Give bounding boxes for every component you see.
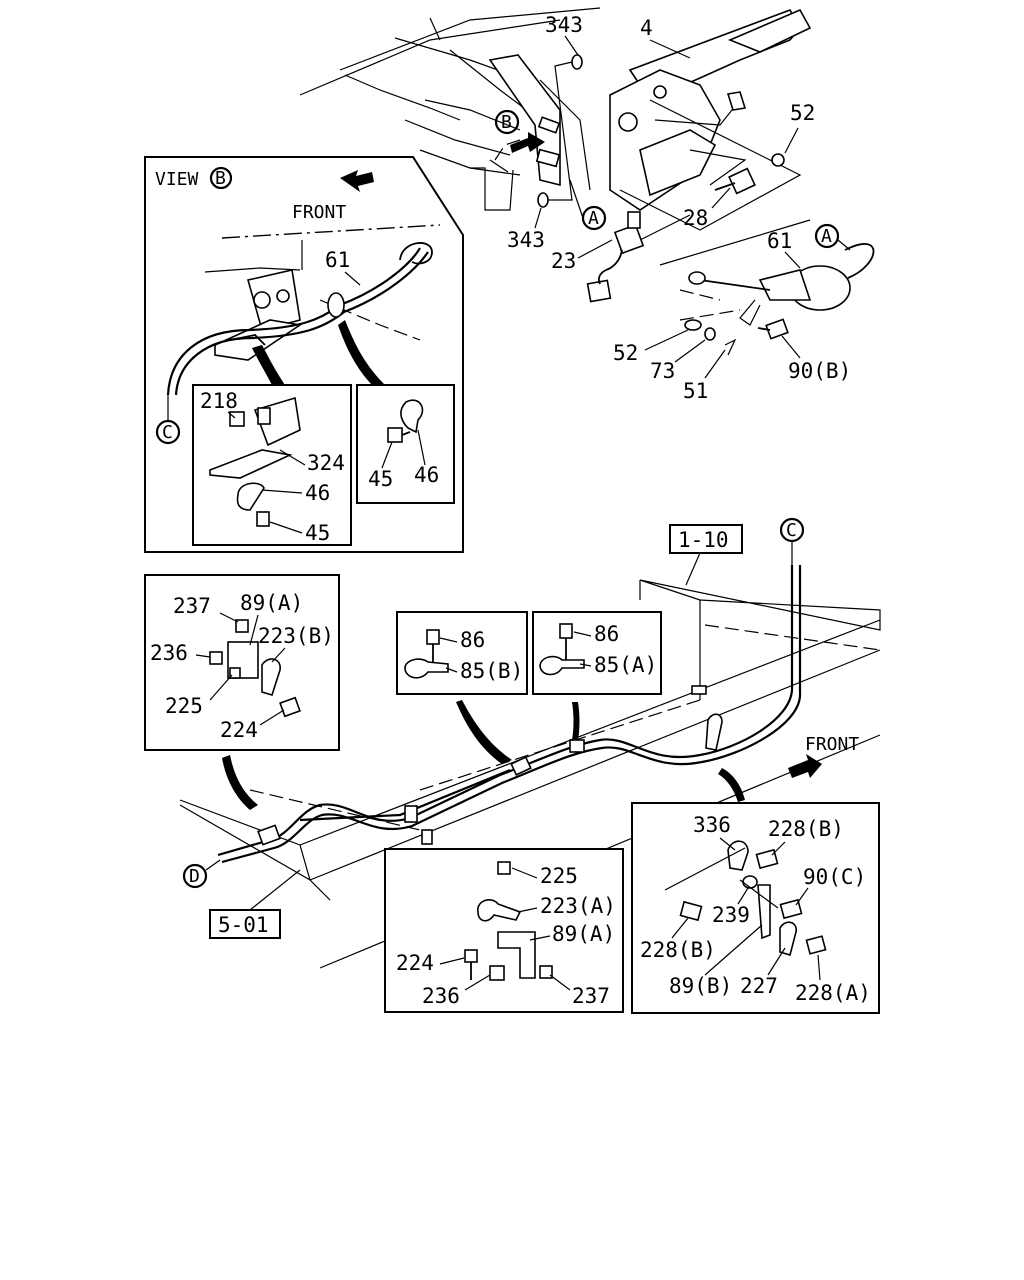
- label-circle-c-view: C: [162, 422, 173, 443]
- label-ref-1-10: 1-10: [678, 528, 729, 552]
- label-86-left: 86: [460, 628, 485, 652]
- label-225-tl: 225: [165, 694, 203, 718]
- bottom-front-arrow: [788, 754, 822, 778]
- label-218: 218: [200, 389, 238, 413]
- ref-box-5-01: [209, 909, 281, 939]
- label-223a: 223(A): [540, 894, 616, 918]
- view-b-front-arrow: [340, 170, 374, 192]
- brake-switch: [586, 211, 645, 303]
- label-86-right: 86: [594, 622, 619, 646]
- callout-circle-c-view: [155, 419, 181, 445]
- label-90b: 90(B): [788, 359, 851, 383]
- leader-arrow-85b: [456, 700, 512, 764]
- label-237-tl: 237: [173, 594, 211, 618]
- detail-box-bottom-center: 225 223(A) 89(A) 224 236 237: [384, 848, 624, 1013]
- label-224-bc: 224: [396, 951, 434, 975]
- view-b-marker: B: [215, 168, 226, 189]
- label-52-bottom: 52: [613, 341, 638, 365]
- detail-box-85a: 86 85(A): [532, 611, 662, 695]
- bolt-28: [714, 167, 756, 195]
- callout-circle-d: [182, 863, 208, 889]
- leader-arrow-tl: [222, 755, 258, 810]
- label-circle-c-bottom: C: [786, 520, 797, 541]
- lever-mounting-plate: [488, 54, 561, 187]
- label-228a: 228(A): [795, 981, 871, 1005]
- view-b-title: VIEW: [155, 169, 199, 190]
- label-61-top: 61: [767, 229, 792, 253]
- label-90c: 90(C): [803, 865, 866, 889]
- label-228b-top: 228(B): [768, 817, 844, 841]
- clip-343: [470, 54, 583, 211]
- label-324: 324: [307, 451, 345, 475]
- label-85b: 85(B): [460, 659, 523, 683]
- label-236-tl: 236: [150, 641, 188, 665]
- label-46-right: 46: [414, 463, 439, 487]
- label-28: 28: [683, 206, 708, 230]
- label-52-top: 52: [790, 101, 815, 125]
- callout-circle-b: [494, 109, 520, 135]
- label-circle-d: D: [189, 866, 200, 887]
- label-46-left: 46: [305, 481, 330, 505]
- view-b-front-label: FRONT: [292, 202, 346, 223]
- label-circle-a-top: A: [588, 208, 599, 229]
- label-227: 227: [740, 974, 778, 998]
- label-circle-b: B: [501, 112, 512, 133]
- label-51: 51: [683, 379, 708, 403]
- bottom-front-label: FRONT: [805, 734, 859, 755]
- leader-arrow-br: [718, 768, 745, 802]
- label-228b-left: 228(B): [640, 938, 716, 962]
- label-61-view: 61: [325, 248, 350, 272]
- leader-arrow-right-view: [338, 320, 385, 385]
- rear-cable-61: [684, 243, 875, 356]
- label-73: 73: [650, 359, 675, 383]
- label-225-bc: 225: [540, 864, 578, 888]
- detail-box-top-left: 237 89(A) 236 223(B) 225 224: [144, 574, 340, 751]
- label-343-bottom: 343: [507, 228, 545, 252]
- label-236-bc: 236: [422, 984, 460, 1008]
- leader-arrow-left-view: [252, 345, 285, 385]
- label-89b: 89(B): [669, 974, 732, 998]
- label-223b: 223(B): [258, 624, 334, 648]
- label-circle-a-right: A: [821, 226, 832, 247]
- detail-box-85b: 86 85(B): [396, 611, 528, 695]
- label-23: 23: [551, 249, 576, 273]
- label-239: 239: [712, 903, 750, 927]
- label-45-right: 45: [368, 467, 393, 491]
- label-336: 336: [693, 813, 731, 837]
- direction-arrow-top: [510, 132, 545, 153]
- label-237-bc: 237: [572, 984, 610, 1008]
- callout-circle-a-right: [814, 223, 840, 249]
- label-4: 4: [640, 16, 653, 40]
- leader-arrow-85a: [572, 702, 580, 740]
- detail-box-bottom-right: 336 228(B) 90(C) 239 228(B) 89(B) 227 22…: [631, 802, 880, 1014]
- parking-brake-lever: [609, 8, 812, 211]
- view-b-marker-circle: [209, 166, 233, 190]
- brake-cable-run: [217, 565, 802, 864]
- label-ref-5-01: 5-01: [218, 913, 269, 937]
- label-89a-tl: 89(A): [240, 591, 303, 615]
- ref-box-1-10: [669, 524, 743, 554]
- label-89a-bc: 89(A): [552, 922, 615, 946]
- washer-52-top: [771, 153, 785, 167]
- view-b-panel: VIEW B FRONT 61 C: [144, 156, 464, 553]
- label-343-top: 343: [545, 13, 583, 37]
- label-85a: 85(A): [594, 653, 657, 677]
- label-224-tl: 224: [220, 718, 258, 742]
- label-45-left: 45: [305, 521, 330, 545]
